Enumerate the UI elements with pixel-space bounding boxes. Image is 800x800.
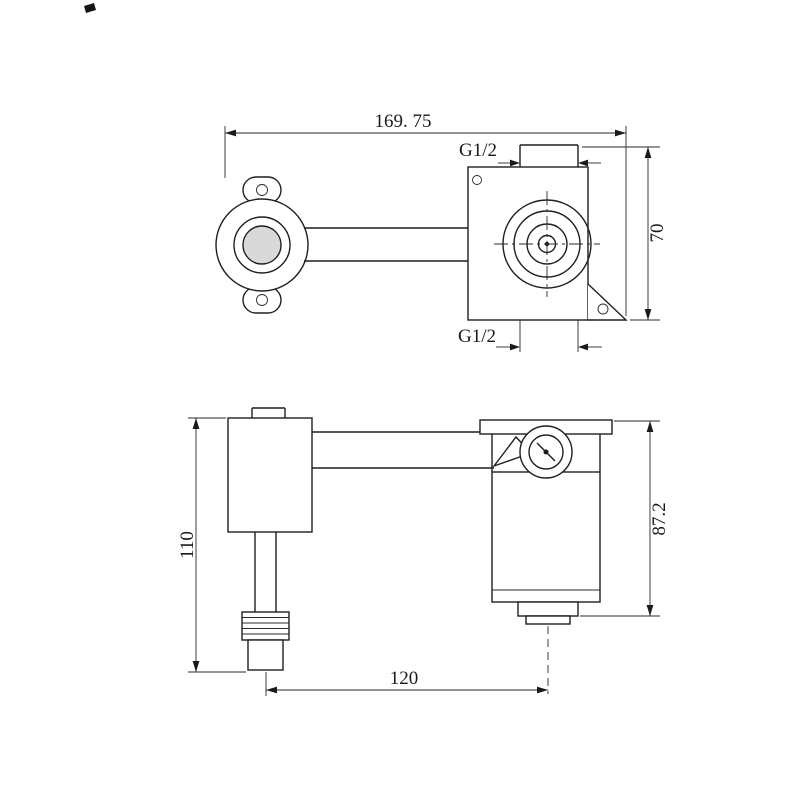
mounting-bracket [587, 283, 628, 321]
scan-artifact [84, 3, 96, 13]
dim-label-body-height: 70 [647, 224, 668, 243]
dim-body-height: 70 [582, 146, 668, 321]
supply-pipe [304, 227, 468, 262]
bracket-hole [597, 303, 609, 315]
side-view: 110 87.2 120 [177, 407, 670, 696]
dim-label-overall-width: 169. 75 [375, 111, 432, 132]
mounting-hole-bottom [256, 294, 268, 306]
plate-ring [233, 216, 291, 274]
dim-inlet-thread: G1/2 [459, 140, 601, 167]
dim-valve-height: 87.2 [580, 420, 670, 617]
dim-label-overall-height: 110 [177, 531, 198, 559]
dim-overall-width: 169. 75 [224, 111, 627, 316]
wall-plate [215, 176, 309, 314]
valve-body-side [479, 419, 613, 694]
valve-housing [467, 166, 589, 321]
screw-hole [472, 175, 482, 185]
mounting-hole-top [256, 184, 268, 196]
dim-label-inlet-thread: G1/2 [459, 140, 497, 161]
base-flange [517, 601, 579, 617]
dim-label-outlet-thread: G1/2 [458, 326, 496, 347]
valve-body-front [467, 144, 628, 352]
dim-label-center-spacing: 120 [390, 668, 419, 689]
dim-outlet-thread: G1/2 [458, 326, 602, 351]
threaded-collar [241, 611, 290, 641]
dim-center-spacing: 120 [265, 668, 548, 696]
left-housing [227, 417, 313, 533]
outlet-nut [247, 639, 284, 671]
plate-inner-disc [242, 225, 282, 265]
dim-overall-height: 110 [177, 417, 246, 673]
dim-label-valve-height: 87.2 [649, 502, 670, 535]
top-view: 169. 75 G1/2 G1/2 70 [215, 111, 668, 352]
supply-pipe-side [312, 431, 494, 469]
valve-housing-side [491, 471, 601, 603]
base-foot [525, 615, 571, 625]
mixer-body-side [227, 407, 313, 671]
